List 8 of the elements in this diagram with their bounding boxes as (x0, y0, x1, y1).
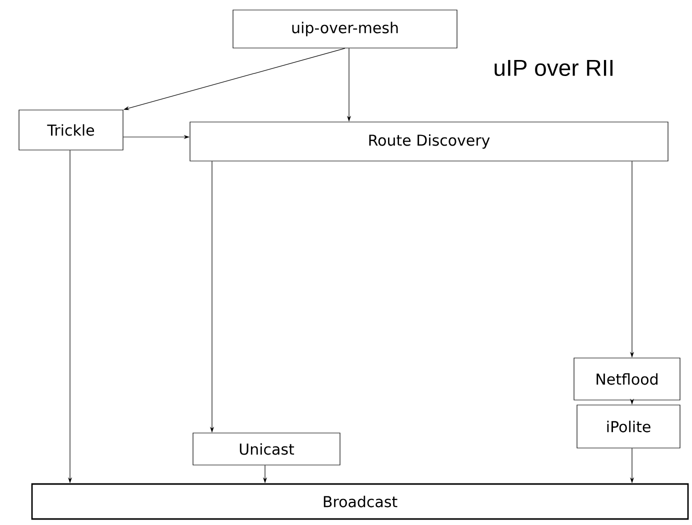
layer-box: Unicast (192, 432, 340, 466)
layer-box: uip-over-mesh (232, 10, 458, 48)
title: uIP over RII (494, 60, 612, 76)
layer-box: Broadcast (31, 483, 689, 520)
layer-box: Trickle (18, 110, 124, 150)
layer-box: iPolite (576, 404, 680, 448)
layer-box: Netflood (574, 358, 680, 400)
layer-box: Route Discovery (190, 122, 668, 162)
